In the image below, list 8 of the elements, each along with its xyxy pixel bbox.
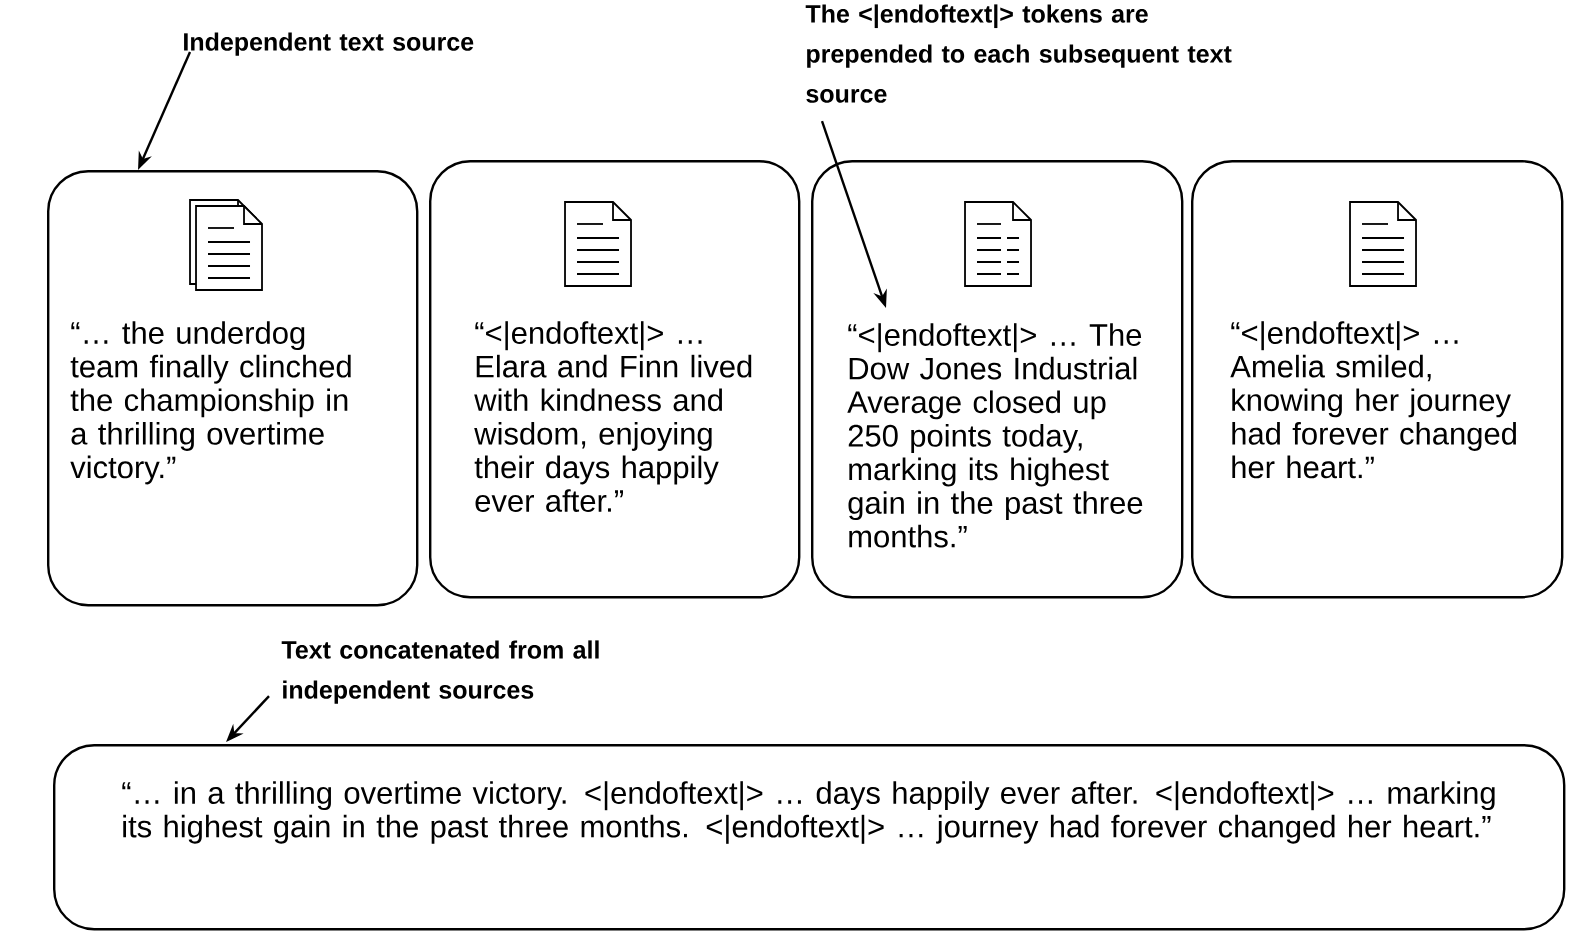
text-box: “<|endoftext|> … The Dow Jones Industrial Average closed up 250 points today, marking its highest gain in the past three months.” bbox=[811, 160, 1184, 599]
annotation-text: Text concatenated from all independent sources bbox=[281, 640, 599, 704]
annotation-text: Independent text source bbox=[184, 32, 474, 56]
text-box: “… in a thrilling overtime victory. <|endoftext|> … days happily ever after. <|endoftext|> … marking its highest gain in the past three months. <|endoftext|> … journey had forever changed her heart.” bbox=[53, 744, 1566, 931]
text-box: “<|endoftext|> … Amelia smiled, knowing her journey had forever changed her heart.” bbox=[1191, 160, 1564, 599]
text-box: “<|endoftext|> … Elara and Finn lived with kindness and wisdom, enjoying their days happily ever after.” bbox=[429, 160, 801, 599]
text-box: “… the underdog team finally clinched the championship in a thrilling overtime victory.” bbox=[47, 170, 419, 607]
annotation-text: The <|endoftext|> tokens are prepended to each subsequent text source bbox=[805, 4, 1232, 103]
